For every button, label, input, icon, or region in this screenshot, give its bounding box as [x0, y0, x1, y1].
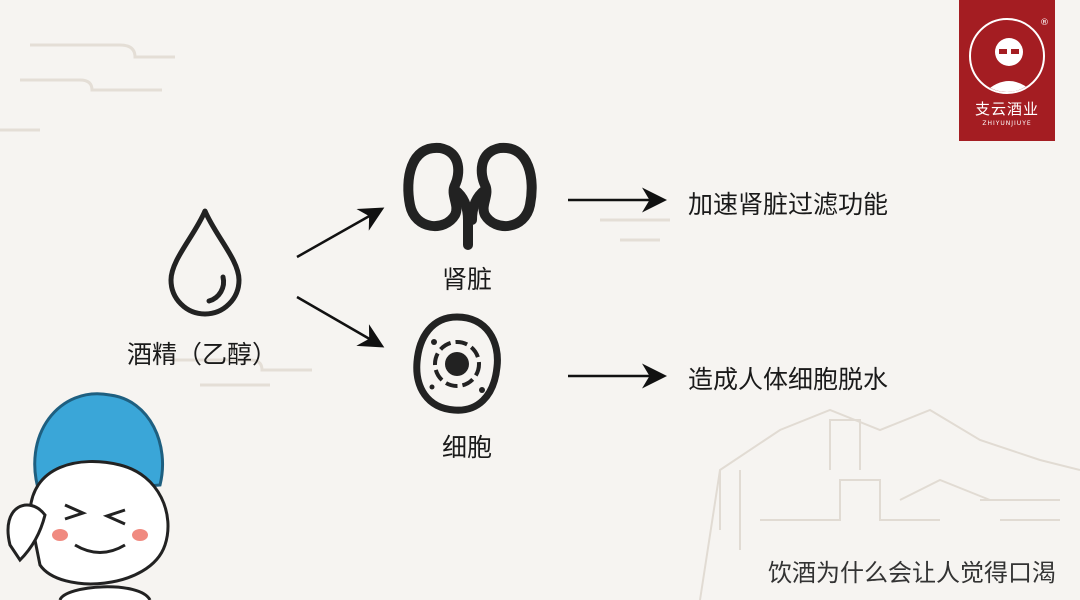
- portrait-icon: [969, 18, 1045, 94]
- kidney-icon: [403, 142, 537, 250]
- cell-result: 造成人体细胞脱水: [688, 365, 889, 394]
- source-label: 酒精（乙醇）: [127, 340, 278, 369]
- kidney-result: 加速肾脏过滤功能: [688, 190, 889, 219]
- registered-mark: ®: [1040, 18, 1049, 28]
- logo-name-cn: 支云酒业: [974, 100, 1039, 118]
- cell-icon: [413, 313, 501, 414]
- drop-icon: [168, 208, 242, 317]
- cell-label: 细胞: [442, 433, 493, 462]
- brand-logo: ® 支云酒业 ZHIYUNJIUYE: [959, 0, 1055, 141]
- arrow-to-kidney: [296, 207, 385, 259]
- logo-name-en: ZHIYUNJIUYE: [982, 120, 1032, 127]
- footer-title: 饮酒为什么会让人觉得口渴: [768, 559, 1056, 587]
- arrow-to-cell: [296, 295, 385, 348]
- kidney-label: 肾脏: [442, 265, 493, 294]
- mascot-illustration: [6, 392, 170, 600]
